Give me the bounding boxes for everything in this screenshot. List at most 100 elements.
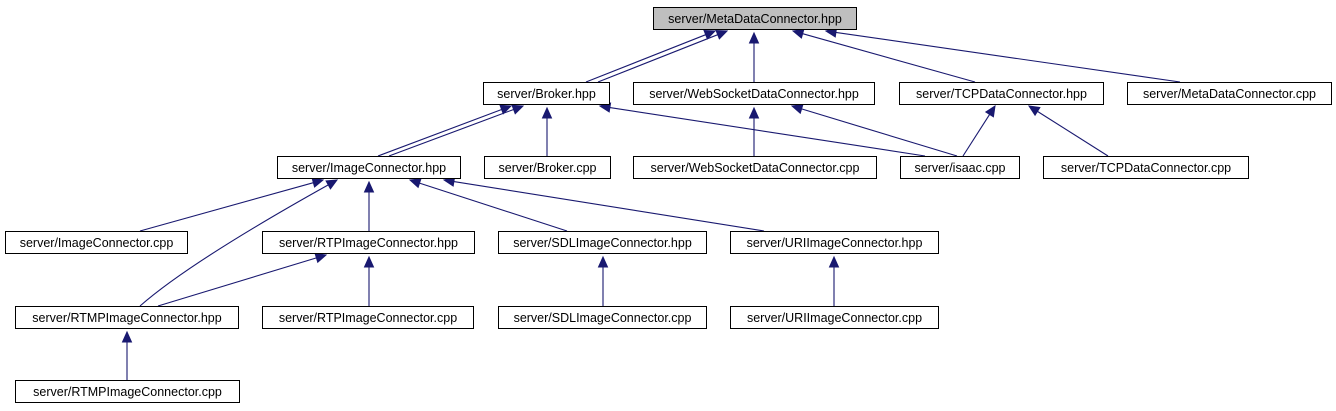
edge-line (597, 34, 718, 83)
node-sdl-cpp[interactable]: server/SDLImageConnector.cpp (498, 306, 707, 329)
node-box[interactable] (633, 82, 875, 105)
arrow-head-icon (1027, 105, 1041, 117)
arrow-head-icon (748, 31, 760, 44)
arrow-head-icon (511, 104, 525, 115)
node-box[interactable] (730, 231, 939, 254)
edge-ws_cpp-to-ws_hpp (748, 106, 760, 156)
arrow-head-icon (791, 28, 805, 39)
edge-sdl_cpp-to-sdl_hpp (597, 255, 609, 306)
edge-line (609, 106, 926, 157)
node-label: server/Broker.cpp (499, 161, 597, 175)
node-label: server/WebSocketDataConnector.cpp (651, 161, 860, 175)
edge-rtmp_hpp-to-image_hpp (139, 179, 339, 307)
edge-broker_cpp-to-broker_hpp (541, 106, 553, 156)
edge-rtmp_cpp-to-rtmp_hpp (121, 330, 133, 380)
node-box[interactable] (899, 82, 1104, 105)
edge-sdl_hpp-to-image_hpp (408, 178, 568, 232)
node-box[interactable] (900, 156, 1020, 179)
node-label: server/WebSocketDataConnector.hpp (649, 87, 859, 101)
node-rtp-cpp[interactable]: server/RTPImageConnector.cpp (262, 306, 474, 329)
edge-line (453, 181, 765, 232)
node-box[interactable] (730, 306, 939, 329)
nodes-layer: server/MetaDataConnector.hpp server/Broke… (5, 7, 1332, 403)
node-box[interactable] (633, 156, 877, 179)
edge-uri_cpp-to-uri_hpp (828, 255, 840, 306)
node-metadata-cpp[interactable]: server/MetaDataConnector.cpp (1127, 82, 1332, 105)
node-rtmp-cpp[interactable]: server/RTMPImageConnector.cpp (15, 380, 240, 403)
node-label: server/SDLImageConnector.hpp (513, 236, 692, 250)
node-label: server/MetaDataConnector.cpp (1143, 87, 1316, 101)
node-label: server/RTPImageConnector.hpp (279, 236, 458, 250)
node-rtp-hpp[interactable]: server/RTPImageConnector.hpp (262, 231, 475, 254)
node-label: server/isaac.cpp (914, 161, 1005, 175)
edge-line (157, 257, 317, 307)
node-box[interactable] (484, 156, 611, 179)
edge-line (801, 108, 958, 157)
node-box[interactable] (1043, 156, 1249, 179)
edge-line (419, 182, 568, 232)
node-ws-cpp[interactable]: server/WebSocketDataConnector.cpp (633, 156, 877, 179)
node-label: server/URIImageConnector.hpp (747, 236, 923, 250)
edge-line (388, 108, 514, 157)
edge-isaac_cpp-to-broker_hpp (598, 102, 926, 157)
node-tcp-cpp[interactable]: server/TCPDataConnector.cpp (1043, 156, 1249, 179)
arrow-head-icon (828, 255, 840, 268)
edge-line (377, 109, 502, 157)
arrow-head-icon (314, 253, 328, 264)
node-label: server/MetaDataConnector.hpp (668, 12, 842, 26)
edge-line (835, 31, 1181, 83)
node-box[interactable] (15, 306, 239, 329)
node-box[interactable] (262, 306, 474, 329)
node-box[interactable] (262, 231, 475, 254)
edge-isaac_cpp-to-ws_hpp (790, 103, 958, 157)
node-box[interactable] (498, 306, 707, 329)
arrow-head-icon (597, 255, 609, 268)
node-uri-cpp[interactable]: server/URIImageConnector.cpp (730, 306, 939, 329)
node-image-hpp[interactable]: server/ImageConnector.hpp (277, 156, 461, 179)
node-box[interactable] (5, 231, 188, 254)
node-ws-hpp[interactable]: server/WebSocketDataConnector.hpp (633, 82, 875, 105)
node-image-cpp[interactable]: server/ImageConnector.cpp (5, 231, 188, 254)
edge-broker_hpp-to-metadata_hpp (585, 29, 717, 83)
node-broker-cpp[interactable]: server/Broker.cpp (484, 156, 611, 179)
edge-rtp_hpp-to-image_hpp (363, 180, 375, 231)
arrow-head-icon (121, 330, 133, 343)
node-sdl-hpp[interactable]: server/SDLImageConnector.hpp (498, 231, 707, 254)
edge-rtmp_hpp-to-rtp_hpp (157, 253, 328, 307)
edge-line (139, 184, 329, 307)
edge-broker_hpp-to-metadata_hpp (597, 29, 729, 83)
node-box[interactable] (498, 231, 707, 254)
edge-ws_hpp-to-metadata_hpp (748, 31, 760, 82)
node-broker-hpp[interactable]: server/Broker.hpp (483, 82, 610, 105)
node-tcp-hpp[interactable]: server/TCPDataConnector.hpp (899, 82, 1104, 105)
arrow-head-icon (499, 104, 513, 115)
node-box[interactable] (15, 380, 240, 403)
node-box[interactable] (483, 82, 610, 105)
node-label: server/ImageConnector.cpp (20, 236, 174, 250)
node-isaac-cpp[interactable]: server/isaac.cpp (900, 156, 1020, 179)
node-label: server/TCPDataConnector.hpp (916, 87, 1087, 101)
node-rtmp-hpp[interactable]: server/RTMPImageConnector.hpp (15, 306, 239, 329)
node-label: server/ImageConnector.hpp (292, 161, 446, 175)
node-box[interactable] (277, 156, 461, 179)
edge-image_cpp-to-image_hpp (139, 177, 325, 232)
node-uri-hpp[interactable]: server/URIImageConnector.hpp (730, 231, 939, 254)
edge-image_hpp-to-broker_hpp (377, 104, 513, 157)
node-box[interactable] (653, 7, 857, 30)
node-label: server/Broker.hpp (497, 87, 596, 101)
node-label: server/URIImageConnector.cpp (747, 311, 922, 325)
node-metadata-hpp[interactable]: server/MetaDataConnector.hpp (653, 7, 857, 30)
arrow-head-icon (325, 179, 339, 190)
node-label: server/RTMPImageConnector.hpp (32, 311, 221, 325)
arrow-head-icon (363, 255, 375, 268)
arrow-head-icon (984, 104, 996, 118)
edge-line (585, 34, 706, 83)
edge-line (962, 114, 991, 157)
edge-line (1037, 110, 1109, 157)
edge-tcp_cpp-to-tcp_hpp (1027, 105, 1109, 157)
edge-isaac_cpp-to-tcp_hpp (962, 104, 996, 157)
edge-rtp_cpp-to-rtp_hpp (363, 255, 375, 306)
node-box[interactable] (1127, 82, 1332, 105)
edge-line (139, 182, 314, 232)
arrow-head-icon (715, 29, 729, 40)
